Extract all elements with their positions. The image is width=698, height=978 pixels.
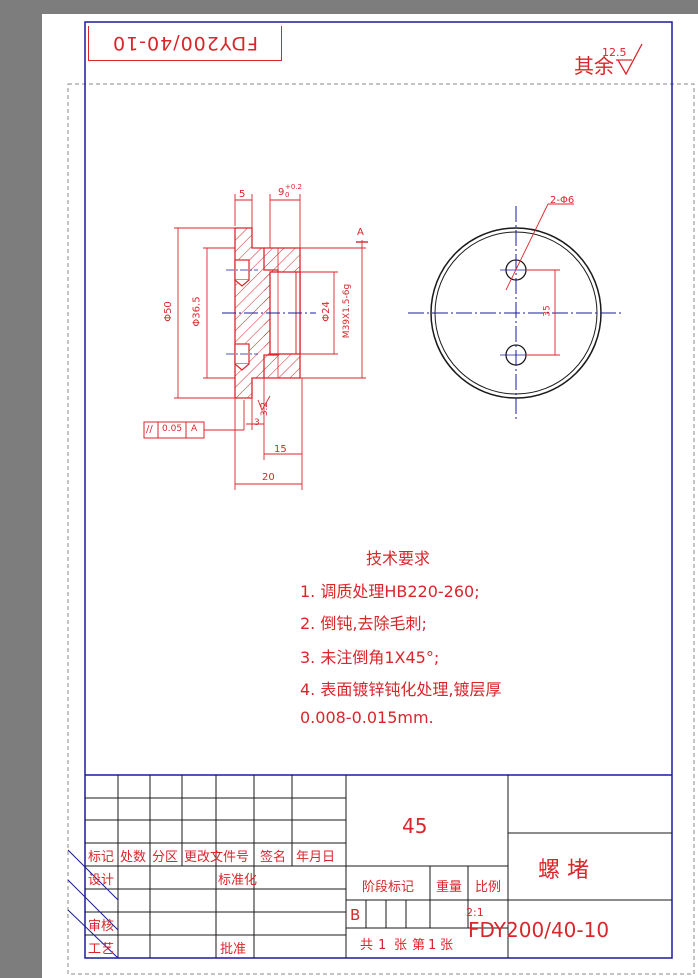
dim-20: 20 bbox=[262, 472, 275, 483]
title-block-grid bbox=[67, 774, 672, 959]
note-4: 4. 表面镀锌钝化处理,镀层厚 bbox=[300, 680, 502, 699]
tb-weight: 重量 bbox=[436, 880, 463, 895]
dim-phi24: Φ24 bbox=[320, 301, 332, 322]
dim-5: 5 bbox=[239, 189, 246, 200]
note-1: 1. 调质处理HB220-260; bbox=[300, 582, 480, 601]
tb-no: 第 bbox=[412, 938, 426, 953]
tb-count: 处数 bbox=[120, 850, 147, 865]
dim-9: 9 bbox=[278, 187, 285, 198]
dim-9-tol: +0.2 bbox=[285, 183, 302, 191]
tb-change-doc: 更改文件号 bbox=[184, 850, 250, 865]
section-view bbox=[222, 227, 316, 399]
tolerance-frame bbox=[143, 421, 205, 439]
tb-standardize: 标准化 bbox=[218, 873, 258, 888]
tb-signature: 签名 bbox=[260, 850, 287, 865]
roughness-label: 其余 bbox=[574, 54, 614, 78]
tb-sheets-total: 1 bbox=[378, 938, 387, 953]
tb-sheet-no: 1 bbox=[428, 938, 437, 953]
outer-dashed-border bbox=[67, 83, 695, 975]
tol-datum: A bbox=[191, 424, 198, 434]
dim-hole-spacing: 35 bbox=[542, 305, 553, 317]
tb-scale-label: 比例 bbox=[475, 880, 502, 895]
notes-title: 技术要求 bbox=[366, 549, 431, 568]
drawing-sheet bbox=[42, 14, 698, 978]
tb-review: 审核 bbox=[88, 919, 115, 934]
tb-stage-mark: 阶段标记 bbox=[362, 880, 415, 895]
tb-date: 年月日 bbox=[296, 850, 336, 865]
dim-15: 15 bbox=[274, 444, 287, 455]
dim-3-2: 3.2 bbox=[260, 401, 271, 417]
roughness-symbol bbox=[617, 43, 643, 76]
tb-part-name: 螺 堵 bbox=[538, 858, 589, 883]
dim-phi50: Φ50 bbox=[162, 301, 174, 322]
tb-drawing-no: FDY200/40-10 bbox=[468, 918, 610, 942]
dim-phi36-5: Φ36.5 bbox=[191, 296, 203, 327]
tb-approve: 批准 bbox=[220, 942, 247, 957]
tb-sheets-2: 张 bbox=[440, 938, 454, 953]
tb-material: 45 bbox=[402, 814, 428, 838]
tol-symbol: // bbox=[146, 424, 153, 435]
tb-stage: B bbox=[350, 906, 361, 924]
dim-holes: 2-Φ6 bbox=[550, 195, 575, 206]
tb-mark: 标记 bbox=[88, 850, 115, 865]
rotated-drawing-code: FDY200/40-10 bbox=[88, 26, 282, 61]
note-3: 3. 未注倒角1X45°; bbox=[300, 648, 440, 667]
tb-process: 工艺 bbox=[88, 942, 115, 957]
datum-a: A bbox=[357, 227, 364, 238]
drawing-frame bbox=[84, 21, 673, 959]
dim-thread: M39X1.5-6g bbox=[342, 283, 353, 339]
tb-zone: 分区 bbox=[152, 850, 179, 865]
tb-design: 设计 bbox=[88, 873, 115, 888]
roughness-value: 12.5 bbox=[602, 46, 627, 59]
dim-9-tol-lo: 0 bbox=[285, 191, 290, 199]
tb-sheets: 张 bbox=[394, 938, 408, 953]
tb-scale: 2:1 bbox=[466, 906, 484, 919]
front-view bbox=[408, 206, 622, 420]
tol-value: 0.05 bbox=[162, 424, 183, 434]
rotated-code-text: FDY200/40-10 bbox=[111, 32, 258, 54]
note-2: 2. 倒钝,去除毛刺; bbox=[300, 614, 427, 633]
note-5: 0.008-0.015mm. bbox=[300, 708, 434, 727]
tb-total: 共 bbox=[360, 938, 374, 953]
dim-3: 3 bbox=[254, 418, 260, 428]
section-dimensions bbox=[174, 194, 368, 490]
